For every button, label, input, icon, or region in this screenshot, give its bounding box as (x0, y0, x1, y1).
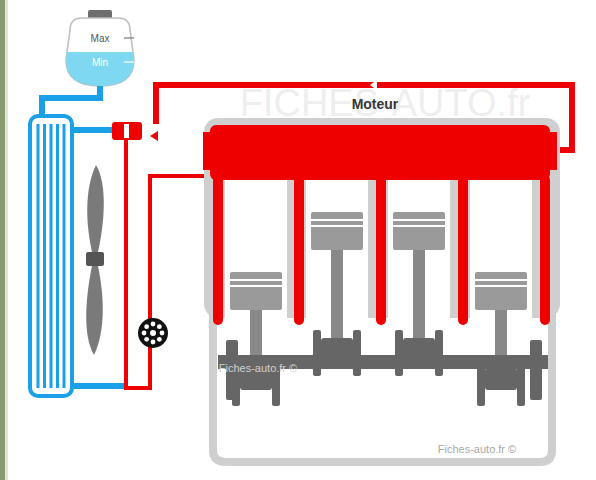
coolant-channel (213, 175, 223, 325)
watermark: Fiches-auto.fr © (438, 443, 516, 455)
piston-ring (475, 285, 527, 287)
crank-web (353, 330, 361, 376)
level-mark: Max (91, 33, 110, 44)
crank-web (435, 330, 443, 376)
cylinder-bore (225, 180, 287, 325)
engine: Moteur (200, 92, 562, 470)
piston-ring (393, 219, 445, 221)
thermostat (112, 122, 142, 140)
watermark: FICHES-AUTO.fr (240, 83, 531, 125)
piston (311, 212, 363, 250)
radiator (30, 116, 72, 396)
pump-vane (142, 331, 147, 336)
piston (230, 272, 282, 310)
pump-vane (157, 324, 162, 329)
pump-vane (151, 322, 156, 327)
piston-ring (475, 279, 527, 281)
coolant-channel (376, 175, 386, 325)
edge-strip (5, 0, 8, 480)
crank-web (313, 330, 321, 376)
fan (86, 165, 104, 355)
engine-block (203, 118, 560, 462)
pump-vane (157, 337, 162, 342)
piston (475, 272, 527, 310)
pump-vane (144, 324, 149, 329)
pump-vane (144, 337, 149, 342)
piston (393, 212, 445, 250)
coolant-channel (540, 175, 550, 325)
radiator-tube (50, 124, 53, 388)
radiator-tube (43, 124, 46, 388)
flow-arrow (150, 131, 158, 141)
radiator-tube (63, 124, 66, 388)
piston-ring (311, 219, 363, 221)
coolant-channel (458, 175, 468, 325)
expansion-tank (66, 10, 134, 86)
crank-web (395, 330, 403, 376)
crank-pin (485, 368, 517, 390)
pump-vane (160, 331, 165, 336)
coolant-channel (294, 175, 304, 325)
cylinder-bore (470, 180, 532, 325)
piston-ring (393, 225, 445, 227)
radiator-tube (56, 124, 59, 388)
piston-ring (230, 285, 282, 287)
piston-ring (311, 225, 363, 227)
expansion-tank: MaxMin (66, 18, 134, 86)
hot-hose (126, 85, 572, 388)
level-mark: Min (92, 57, 108, 68)
watermark: Fiches-auto.fr © (219, 362, 297, 374)
radiator-tube (37, 124, 40, 388)
pump-vane (151, 340, 156, 345)
edge-strip (0, 0, 5, 480)
piston-ring (230, 279, 282, 281)
water-pump (138, 318, 168, 348)
crank-journal (530, 340, 542, 400)
